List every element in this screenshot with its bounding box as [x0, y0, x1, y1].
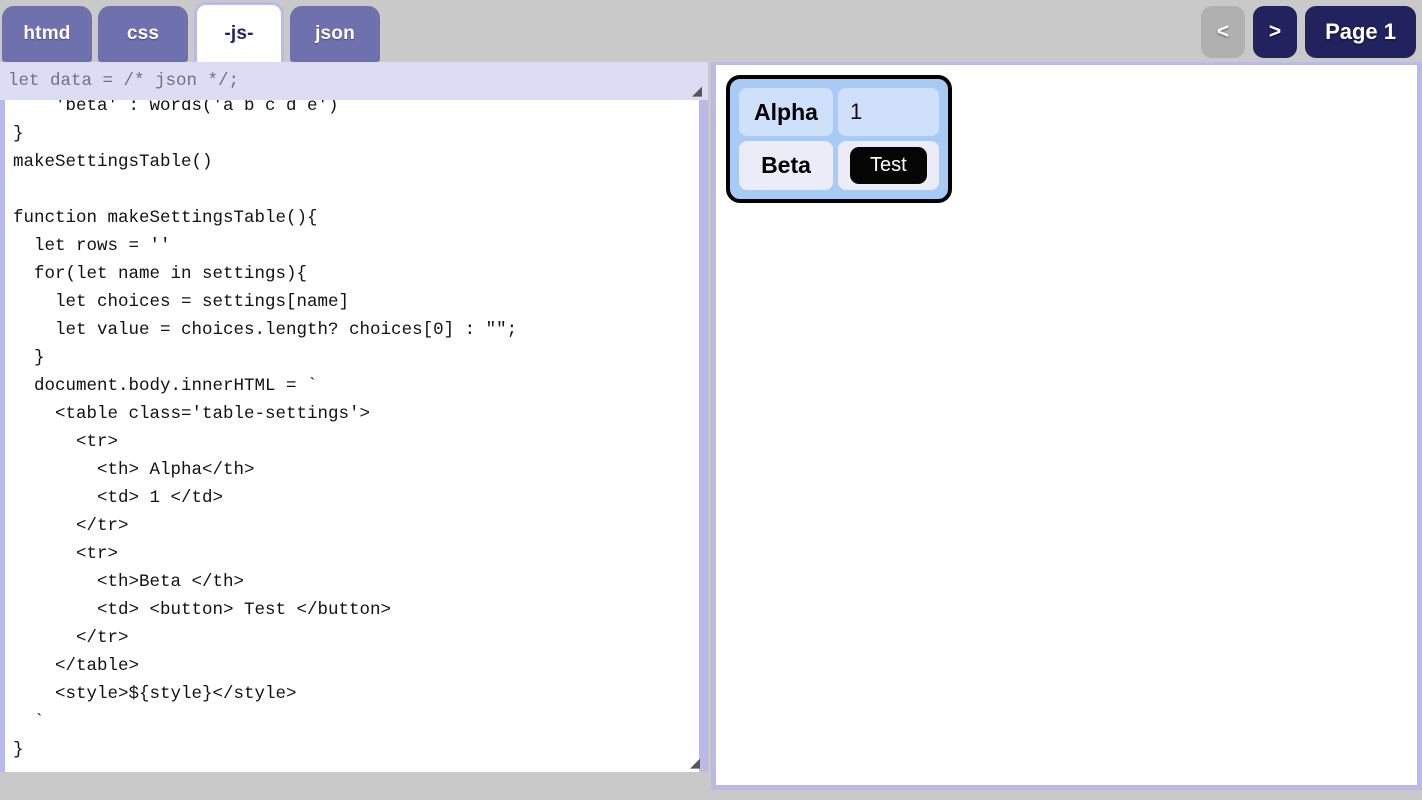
setting-name-beta: Beta: [739, 141, 833, 190]
preview-pane: Alpha 1 Beta Test: [711, 62, 1422, 790]
code-resize-grip-icon[interactable]: ◢: [690, 755, 700, 770]
prev-page-button[interactable]: <: [1201, 6, 1246, 58]
settings-table-body: Alpha 1 Beta Test: [739, 88, 939, 190]
page-indicator-button[interactable]: Page 1: [1305, 6, 1416, 58]
setting-name-alpha: Alpha: [739, 88, 833, 136]
tab-css[interactable]: css: [98, 6, 188, 62]
js-code-textarea[interactable]: [0, 62, 708, 772]
setting-value-beta: Test: [838, 141, 939, 190]
bottom-strip: [0, 778, 710, 800]
setting-value-alpha: 1: [838, 88, 939, 136]
tab-js[interactable]: -js-: [194, 2, 284, 62]
settings-table: Alpha 1 Beta Test: [726, 75, 952, 203]
tab-strip: htmd css -js- json: [0, 0, 380, 62]
page-navigation: < > Page 1: [1201, 4, 1416, 60]
data-header-textarea[interactable]: [0, 62, 708, 100]
tab-htmd[interactable]: htmd: [2, 6, 92, 62]
table-row: Alpha 1: [739, 88, 939, 136]
editor-column: ◢ ◢: [0, 62, 710, 778]
header-resize-grip-icon[interactable]: ◢: [692, 83, 702, 98]
next-page-button[interactable]: >: [1253, 6, 1298, 58]
top-bar: htmd css -js- json < > Page 1: [0, 0, 1422, 62]
test-button[interactable]: Test: [850, 147, 927, 184]
table-row: Beta Test: [739, 141, 939, 190]
tab-json[interactable]: json: [290, 6, 380, 62]
